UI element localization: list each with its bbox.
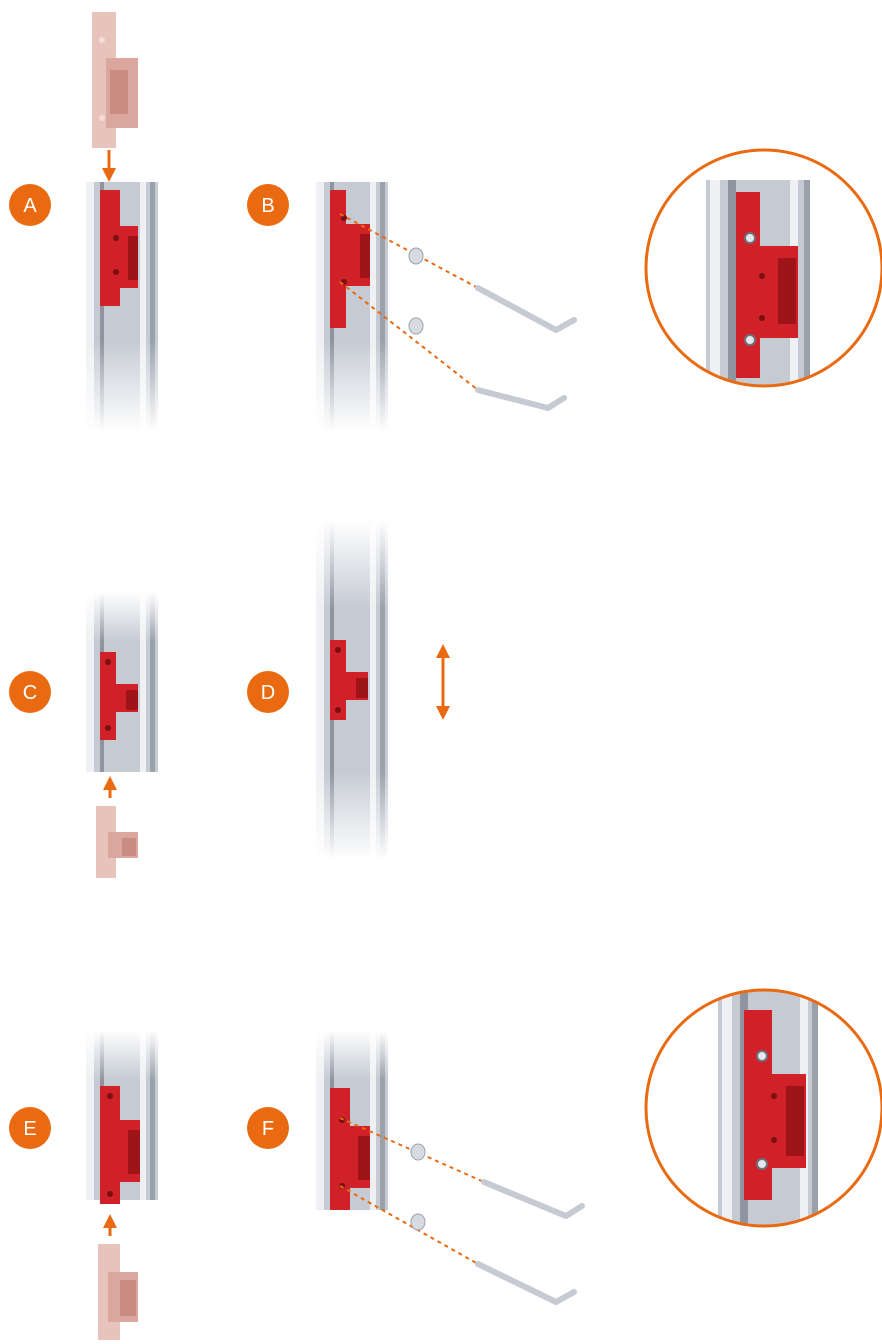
hex-key-icon	[478, 1182, 582, 1302]
step-a: A	[9, 12, 158, 432]
arrow-down-icon	[102, 150, 116, 182]
step-label: F	[262, 1118, 274, 1140]
step-badge: A	[9, 184, 51, 226]
arrow-up-icon	[103, 776, 117, 798]
step-e: E	[9, 1030, 158, 1340]
step-badge: C	[9, 671, 51, 713]
hex-key-icon	[478, 288, 574, 408]
step-label: D	[261, 682, 275, 704]
step-label: C	[23, 682, 37, 704]
step-label: E	[23, 1118, 36, 1140]
zoom-circle	[646, 150, 882, 390]
nut-icon	[411, 1144, 425, 1230]
step-badge: E	[9, 1107, 51, 1149]
ghost-bracket-bottom	[96, 806, 138, 878]
step-f: F	[247, 1030, 582, 1302]
step-label: B	[261, 195, 274, 217]
aluminium-profile	[316, 182, 388, 432]
step-label: A	[23, 195, 37, 217]
nut-icon	[409, 248, 423, 334]
step-badge: B	[247, 184, 289, 226]
step-d: D	[247, 520, 450, 860]
ghost-bracket-top	[92, 12, 138, 148]
step-badge: D	[247, 671, 289, 713]
aluminium-profile	[86, 182, 158, 432]
double-arrow-vertical-icon	[436, 644, 450, 720]
ghost-bracket-bottom	[98, 1244, 138, 1340]
step-badge: F	[247, 1107, 289, 1149]
step-c: C	[9, 592, 158, 878]
step-b: B	[247, 182, 574, 432]
arrow-up-icon	[103, 1214, 117, 1236]
aluminium-profile	[86, 592, 158, 772]
zoom-circle	[646, 990, 882, 1226]
